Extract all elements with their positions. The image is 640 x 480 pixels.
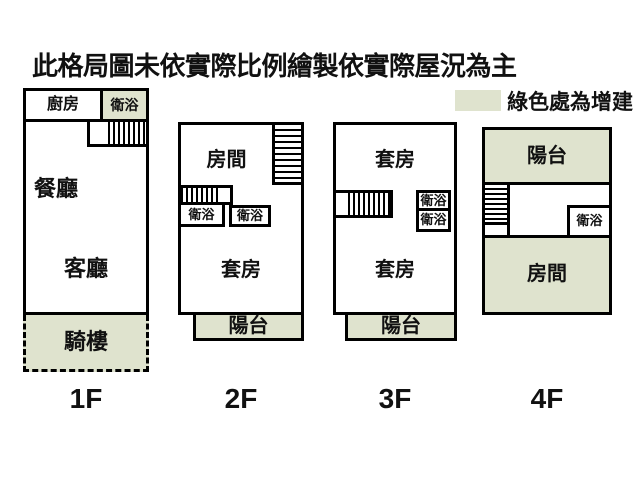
room-bath-1f: 衛浴 (103, 91, 146, 122)
room-bath-4f: 衛浴 (567, 205, 609, 235)
room-label-bedroom-2f: 房間 (206, 149, 247, 171)
floor-plan-4f: 陽台 衛浴 房間 (482, 127, 612, 315)
legend-label: 綠色處為增建 (507, 91, 633, 114)
room-balcony-4f: 陽台 (485, 130, 609, 185)
stairwell-1f (87, 122, 146, 147)
stairwell-4f (485, 185, 510, 225)
floor-label-4f: 4F (530, 383, 564, 414)
floor-plan-1f: 廚房 衛浴 餐廳 客廳 (23, 88, 149, 315)
room-label-bath: 衛浴 (110, 97, 139, 113)
wall-divider-4f (507, 225, 510, 235)
room-bath-upper-3f: 衛浴 (416, 190, 451, 211)
floor-plan-2f: 房間 衛浴 衛浴 套房 (178, 122, 304, 315)
room-label-bath-right: 衛浴 (236, 208, 263, 223)
room-label-suite-lower-3f: 套房 (375, 259, 415, 281)
floor-label-1f: 1F (69, 383, 103, 414)
floor-plan-3f: 套房 衛浴 衛浴 套房 (333, 122, 457, 315)
room-label-bath-4f: 衛浴 (576, 213, 603, 228)
room-label-balcony-3f: 陽台 (381, 315, 421, 337)
stairwell-2f-mid (181, 185, 233, 205)
room-label-balcony-2f: 陽台 (228, 315, 269, 337)
room-balcony-2f: 陽台 (193, 315, 304, 341)
room-bath-right-2f: 衛浴 (229, 205, 271, 227)
stairs-icon (485, 185, 507, 222)
room-bath-lower-3f: 衛浴 (416, 211, 451, 232)
floor-label-3f: 3F (378, 383, 412, 414)
stairwell-2f-upper (272, 125, 301, 185)
room-arcade-1f: 騎樓 (23, 315, 149, 372)
room-bath-left-2f: 衛浴 (181, 205, 225, 227)
room-label-bath-upper: 衛浴 (420, 193, 447, 208)
stairs-icon (108, 122, 146, 144)
room-label-living: 客廳 (63, 256, 108, 281)
room-bedroom-4f: 房間 (485, 235, 609, 312)
stairwell-3f (336, 190, 393, 218)
room-label-dining: 餐廳 (34, 176, 79, 201)
room-label-suite-2f: 套房 (221, 259, 261, 281)
room-label-suite-upper-3f: 套房 (375, 149, 415, 171)
room-label-arcade: 騎樓 (63, 329, 108, 354)
stairs-icon (348, 193, 390, 215)
room-balcony-3f: 陽台 (345, 315, 457, 341)
legend-green-swatch (455, 90, 501, 111)
stairs-icon (275, 125, 301, 182)
room-label-balcony-4f: 陽台 (527, 145, 567, 167)
room-kitchen-1f: 廚房 (26, 91, 103, 122)
room-label-bath-left: 衛浴 (188, 207, 215, 222)
stairs-icon (181, 188, 219, 202)
room-label-bath-lower: 衛浴 (420, 212, 447, 227)
page-title: 此格局圖未依實際比例繪製依實際屋況為主 (32, 51, 517, 81)
floor-label-2f: 2F (224, 383, 258, 414)
room-label-kitchen: 廚房 (46, 96, 79, 113)
room-label-bedroom-4f: 房間 (527, 263, 567, 285)
